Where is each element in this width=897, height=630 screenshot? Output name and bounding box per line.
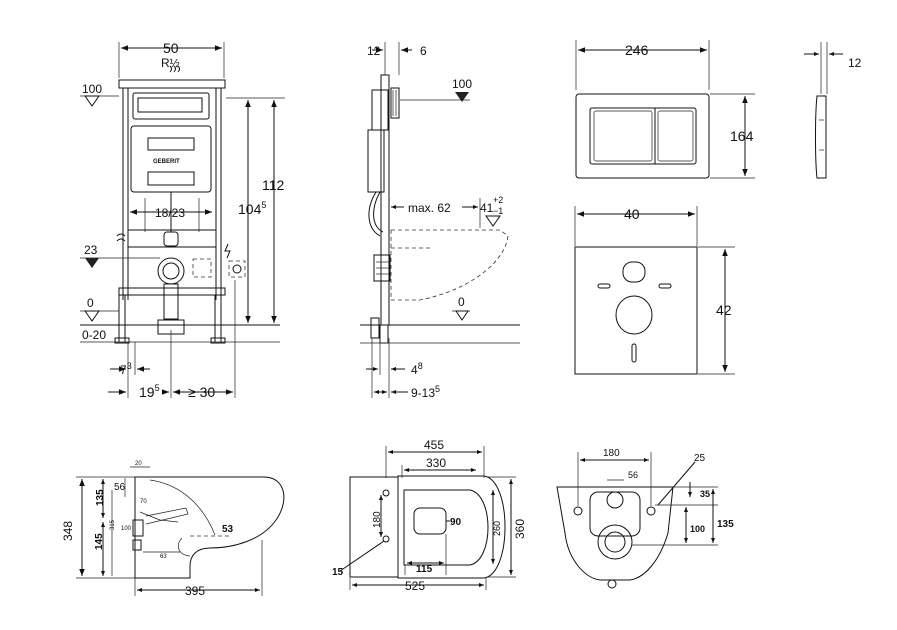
side-bottom-a-sup: 8 (418, 361, 423, 371)
side-level-top-marker (455, 92, 469, 102)
rear-dim-100-label: 100 (690, 524, 705, 534)
toilet-side-view: 348 135 145 315 56 20 70 100 63 53 395 (61, 461, 285, 598)
side-bottom-b-sup: 5 (435, 384, 440, 394)
side-bottom-a-label: 4 (411, 363, 418, 377)
side-floor-marker (455, 310, 469, 321)
cistern-top (132, 92, 210, 120)
water-supply-icon (169, 65, 180, 73)
dim-56-label: 56 (114, 482, 126, 493)
svg-text:1045: 1045 (238, 200, 266, 217)
panel-height-label: 42 (716, 302, 732, 318)
valve-label: R½ (161, 56, 180, 70)
projection-label: max. 62 (408, 201, 451, 215)
side-floor-label: 0 (458, 295, 465, 309)
rear-dim-135-label: 135 (717, 519, 734, 530)
outlet-pipe (157, 257, 185, 285)
plate-width-label: 246 (625, 42, 649, 58)
electric-icon (224, 243, 231, 259)
rear-hole-label: 25 (694, 453, 706, 464)
toilet-depth-label: 360 (513, 519, 527, 539)
level-mid-marker (85, 258, 99, 268)
svg-text:9-135: 9-135 (411, 384, 440, 400)
toilet-top-bowl (397, 475, 506, 579)
water-icon (116, 233, 126, 242)
dim-100-label: 100 (121, 526, 132, 532)
toilet-side-outline (134, 476, 285, 579)
level-floor-label: 0 (87, 296, 94, 310)
flush-plate (575, 93, 710, 179)
toilet-height-label: 348 (61, 521, 75, 541)
flush-button-small (657, 110, 694, 162)
plate-depth-label: 12 (848, 56, 862, 70)
offset-small-sup: 3 (127, 361, 132, 371)
toilet-inner-depth-label: 260 (492, 521, 502, 536)
insulation-panel-view: 40 42 (574, 206, 735, 375)
side-toilet-outline (390, 229, 509, 301)
dim-135-label: 135 (95, 489, 106, 506)
offset-left-label: 19 (139, 384, 155, 400)
side-level-top-label: 100 (452, 77, 472, 91)
height-tol-minus: −1 (493, 206, 503, 216)
flush-plate-view: 246 164 12 (575, 40, 862, 179)
toilet-inner-width-label: 330 (426, 456, 446, 470)
frame-height-sup: 5 (261, 200, 266, 210)
dim-315-label: 315 (110, 519, 116, 530)
panel-width-label: 40 (624, 206, 640, 222)
dim-53-label: 53 (222, 524, 234, 535)
fixing-spacing-label: 18/23 (155, 206, 185, 220)
side-depth-top-label: 12 (367, 44, 381, 58)
toilet-outlet-offset-label: 115 (416, 564, 433, 575)
total-height-label: 112 (262, 177, 285, 193)
svg-text:195: 195 (139, 383, 160, 400)
offset-small-label: 7 (120, 363, 127, 377)
rear-outlet (597, 524, 633, 560)
dim-145-label: 145 (94, 533, 105, 550)
level-mid-label: 23 (84, 243, 98, 257)
height-41-label: 41 (480, 201, 494, 215)
brand-label: GEBERIT (153, 159, 180, 165)
side-flush-pipe (368, 191, 381, 237)
svg-text:48: 48 (411, 361, 423, 377)
toilet-length-label: 395 (185, 584, 205, 598)
frame-bottom-rail (118, 287, 226, 296)
frame-width-label: 50 (163, 40, 179, 56)
toilet-fixing-label: 180 (372, 511, 383, 528)
dim-20-label: 20 (135, 461, 142, 467)
offset-left-sup: 5 (155, 383, 160, 393)
height-41-marker (485, 215, 501, 227)
insulation-panel (574, 246, 698, 375)
dim-63-label: 63 (160, 554, 167, 560)
dim-70-label: 70 (140, 499, 147, 505)
rear-dim-35-label: 35 (700, 489, 710, 499)
offset-right-label: ≥ 30 (188, 384, 215, 400)
frame-front-view: 50 R½ GEBERIT 18/23 (80, 40, 285, 400)
toilet-edge-offset-label: 15 (332, 567, 344, 578)
toilet-rear-view: 180 56 25 35 100 135 (556, 448, 734, 589)
level-top-label: 100 (82, 82, 102, 96)
rear-inlet (606, 491, 624, 509)
side-bottom-b-label: 9-13 (411, 386, 435, 400)
level-top-marker (84, 95, 100, 107)
side-depth-plate-label: 6 (420, 44, 427, 58)
level-floor-marker (84, 310, 100, 322)
flush-button-large (593, 110, 653, 162)
toilet-outer-width-label: 455 (424, 438, 444, 452)
height-tol-plus: +2 (493, 195, 503, 205)
svg-text:73: 73 (120, 361, 132, 377)
toilet-outlet-label: 90 (450, 517, 462, 528)
rear-fixing-label: 180 (603, 448, 620, 459)
frame-height-label: 104 (238, 201, 262, 217)
plate-height-label: 164 (730, 128, 754, 144)
frame-top-rail (118, 79, 226, 89)
floor-range-label: 0-20 (82, 328, 106, 342)
rear-inlet-label: 56 (628, 470, 638, 480)
toilet-total-length-label: 525 (405, 579, 425, 593)
toilet-top-view: 455 330 360 260 180 90 115 15 525 (332, 438, 527, 593)
frame-side-view: 12 6 100 max. 62 41 +2 −1 (360, 42, 520, 400)
toilet-rear-outline (556, 486, 674, 581)
plate-side-profile (815, 95, 827, 179)
